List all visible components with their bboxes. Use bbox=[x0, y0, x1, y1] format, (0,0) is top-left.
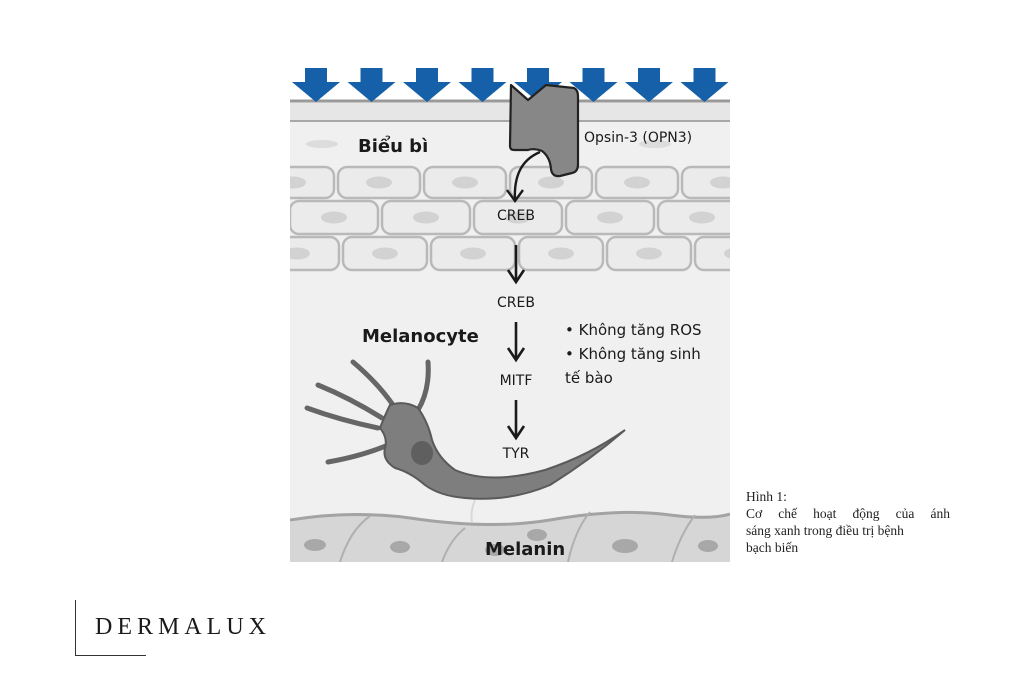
caption-title: Hình 1: bbox=[746, 489, 787, 504]
light-arrow-icon bbox=[347, 68, 396, 102]
light-arrow-icon bbox=[514, 68, 562, 102]
light-arrow-icon bbox=[625, 68, 673, 102]
cell-nucleus bbox=[689, 211, 715, 224]
cell-nucleus bbox=[366, 176, 392, 189]
brand-logo-frame bbox=[75, 600, 146, 656]
epidermal-cells bbox=[290, 165, 730, 272]
cell-nucleus bbox=[413, 211, 439, 224]
vitiligo-blue-light-diagram: Biểu bì Opsin-3 (OPN3) CREB CREB MITF TY… bbox=[290, 60, 730, 562]
receptor-to-creb-arrow bbox=[506, 150, 541, 204]
epidermal-cell bbox=[290, 235, 341, 272]
cell-nucleus bbox=[710, 176, 730, 189]
pathway-step-creb-2: CREB bbox=[497, 295, 535, 311]
light-arrow-icon bbox=[403, 68, 451, 102]
cell-nucleus bbox=[548, 247, 574, 260]
epidermal-cell bbox=[693, 235, 730, 272]
caption-line-3: bạch biến bbox=[746, 540, 799, 555]
cell-nucleus bbox=[505, 211, 531, 224]
light-arrow-icon bbox=[680, 68, 729, 102]
light-arrow-icon bbox=[458, 68, 507, 102]
cell-nucleus bbox=[321, 211, 347, 224]
melanin-label: Melanin bbox=[485, 539, 565, 560]
blue-light-arrows bbox=[292, 68, 729, 102]
pathway-step-mitf: MITF bbox=[500, 373, 533, 389]
melanocyte-cell bbox=[304, 359, 626, 523]
brand-logo: DERMALUX bbox=[95, 614, 271, 640]
cell-nucleus bbox=[724, 248, 730, 259]
pathway-arrow-2 bbox=[506, 322, 526, 363]
cell-nucleus bbox=[460, 247, 486, 260]
cell-nucleus bbox=[290, 176, 306, 189]
cell-nucleus bbox=[538, 176, 564, 189]
cell-nucleus bbox=[636, 247, 662, 260]
note-no-ros: • Không tăng ROS bbox=[565, 321, 702, 339]
epidermis-label: Biểu bì bbox=[358, 135, 428, 157]
basal-layer bbox=[290, 510, 730, 562]
cell-nucleus bbox=[624, 176, 650, 189]
caption-line-1: Cơ chế hoạt động của ánh bbox=[746, 506, 950, 521]
light-arrow-icon bbox=[292, 68, 340, 102]
pathway-step-creb-1: CREB bbox=[497, 208, 535, 224]
note-no-proliferation: • Không tăng sinh bbox=[565, 345, 701, 363]
opsin-3-receptor bbox=[508, 83, 580, 178]
melanocyte-label: Melanocyte bbox=[362, 326, 479, 347]
pathway-arrow-3 bbox=[506, 400, 526, 441]
opsin-receptor-label: Opsin-3 (OPN3) bbox=[584, 130, 692, 146]
caption-line-2: sáng xanh trong điều trị bệnh bbox=[746, 523, 904, 538]
figure-caption: Hình 1: Cơ chế hoạt động của ánh sáng xa… bbox=[746, 488, 950, 556]
light-arrow-icon bbox=[569, 68, 618, 102]
cell-nucleus bbox=[597, 211, 623, 224]
pathway-arrow-1 bbox=[506, 245, 526, 285]
cell-nucleus bbox=[290, 247, 310, 260]
note-no-proliferation-cont: tế bào bbox=[565, 369, 613, 387]
cell-nucleus bbox=[452, 176, 478, 189]
epidermal-cell bbox=[290, 165, 336, 200]
epidermal-cell bbox=[680, 165, 730, 200]
cell-nucleus bbox=[372, 247, 398, 260]
pathway-step-tyr: TYR bbox=[502, 446, 530, 462]
